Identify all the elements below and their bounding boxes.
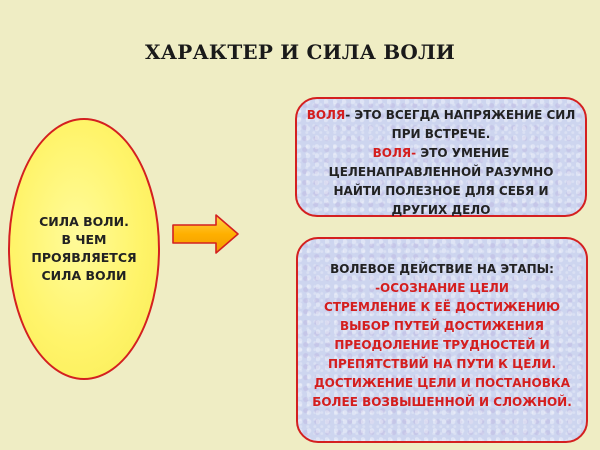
definition-line: ПРИ ВСТРЕЧЕ. — [391, 127, 491, 141]
topic-ellipse: СИЛА ВОЛИ. В ЧЕМ ПРОЯВЛЯЕТСЯ СИЛА ВОЛИ — [8, 118, 160, 380]
definition-text: ЭТО УМЕНИЕ — [416, 146, 510, 160]
term-will: ВОЛЯ- — [372, 146, 417, 160]
term-will: ВОЛЯ — [306, 108, 346, 122]
definition-line: НАЙТИ ПОЛЕЗНОЕ ДЛЯ СЕБЯ И — [333, 184, 549, 198]
definition-line: ВОЛЯ- ЭТО ВСЕГДА НАПРЯЖЕНИЕ СИЛ — [297, 106, 585, 125]
definition-line: ВОЛЯ- ЭТО УМЕНИЕ — [297, 144, 585, 163]
definition-line: ЦЕЛЕНАПРАВЛЕННОЙ РАЗУМНО — [328, 165, 554, 179]
stages-heading: ВОЛЕВОЕ ДЕЙСТВИЕ НА ЭТАПЫ: — [330, 262, 554, 276]
stage-item: ПРЕОДОЛЕНИЕ ТРУДНОСТЕЙ И — [334, 338, 550, 352]
definition-box: ВОЛЯ- ЭТО ВСЕГДА НАПРЯЖЕНИЕ СИЛ ПРИ ВСТР… — [295, 97, 587, 217]
ellipse-line: ПРОЯВЛЯЕТСЯ — [31, 250, 137, 265]
ellipse-text: СИЛА ВОЛИ. В ЧЕМ ПРОЯВЛЯЕТСЯ СИЛА ВОЛИ — [24, 213, 144, 285]
stage-item: ВЫБОР ПУТЕЙ ДОСТИЖЕНИЯ — [340, 319, 544, 333]
slide-title: ХАРАКТЕР И СИЛА ВОЛИ — [145, 40, 455, 64]
stage-item: СТРЕМЛЕНИЕ К ЕЁ ДОСТИЖЕНИЮ — [323, 300, 561, 314]
right-arrow-icon — [172, 214, 239, 254]
ellipse-line: В ЧЕМ — [61, 232, 107, 247]
definition-text: - ЭТО ВСЕГДА НАПРЯЖЕНИЕ СИЛ — [345, 108, 576, 122]
stage-item: ДОСТИЖЕНИЕ ЦЕЛИ И ПОСТАНОВКА — [313, 376, 571, 390]
definition-line: ДРУГИХ ДЕЛО — [391, 203, 491, 217]
ellipse-line: СИЛА ВОЛИ. — [39, 214, 129, 229]
stage-item: -ОСОЗНАНИЕ ЦЕЛИ — [375, 281, 509, 295]
stages-box: ВОЛЕВОЕ ДЕЙСТВИЕ НА ЭТАПЫ: -ОСОЗНАНИЕ ЦЕ… — [296, 237, 588, 443]
stage-item: БОЛЕЕ ВОЗВЫШЕННОЙ И СЛОЖНОЙ. — [312, 395, 572, 409]
stage-item: ПРЕПЯТСТВИЙ НА ПУТИ К ЦЕЛИ. — [328, 357, 556, 371]
ellipse-line: СИЛА ВОЛИ — [41, 268, 127, 283]
